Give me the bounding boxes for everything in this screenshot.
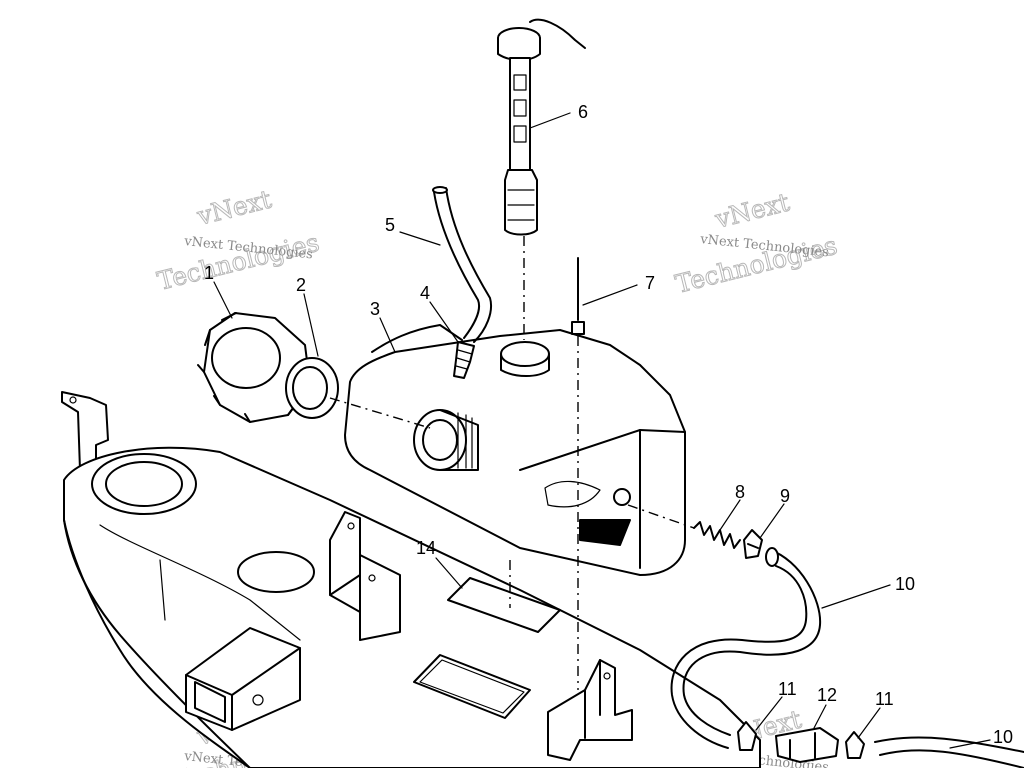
frame-oval-hole: [237, 551, 315, 593]
callout-7: 7: [645, 273, 655, 293]
vent-fitting: [453, 341, 475, 379]
callout-12: 12: [817, 685, 837, 705]
watermark-line1: vNext: [193, 185, 274, 232]
fuel-line: [670, 547, 1024, 768]
tank-top-ridge: [371, 324, 463, 353]
callout-5: 5: [385, 215, 395, 235]
callout-11-left: 11: [778, 679, 797, 699]
center-mount-bracket: [329, 511, 401, 641]
tank-pad: [447, 577, 561, 633]
bracket-hole: [69, 396, 77, 404]
clamp-11-left: [737, 721, 757, 751]
frame-crease-2: [159, 559, 166, 621]
callout-leaders: [213, 112, 991, 749]
frame-round-hole-inner: [105, 461, 183, 507]
rear-mount-bracket: [547, 659, 633, 761]
callout-11-right: 11: [875, 689, 894, 709]
receiver-tube-hole: [252, 694, 264, 706]
callout-6: 6: [578, 102, 588, 122]
cap-gasket: [285, 357, 339, 419]
fuel-cap: [197, 312, 313, 423]
callout-14: 14: [416, 538, 436, 558]
fuel-filter: [775, 727, 839, 763]
frame-crease: [99, 524, 301, 641]
centerlines: [329, 236, 695, 690]
tank-mount-lug: [544, 480, 601, 508]
callout-3: 3: [370, 299, 380, 319]
callout-4: 4: [420, 283, 430, 303]
callout-10-lower: 10: [993, 727, 1013, 747]
frame-lower-edge: [63, 519, 251, 768]
receiver-tube-opening: [194, 681, 226, 723]
clamp-11-right: [845, 731, 865, 759]
tank-outlet-port: [613, 488, 631, 506]
watermark-top-right: vNext Technologies vNext Technologies: [672, 187, 841, 299]
callout-8: 8: [735, 482, 745, 502]
probe-rod: [571, 257, 585, 335]
frame-rect-cutout: [413, 654, 531, 719]
callout-1: 1: [204, 263, 214, 283]
callout-2: 2: [296, 275, 306, 295]
clamp-9: [743, 529, 763, 559]
spring: [693, 521, 741, 549]
watermark-line1: vNext: [711, 188, 792, 235]
vent-hose: [432, 186, 492, 343]
tank-sender-boss: [500, 341, 550, 367]
callout-10-upper: 10: [895, 574, 915, 594]
receiver-tube: [185, 627, 301, 731]
fuel-sender: [497, 18, 586, 236]
fuel-tank: [344, 324, 686, 576]
callout-9: 9: [780, 486, 790, 506]
frame-round-hole-outer: [91, 453, 197, 515]
sender-float: [504, 169, 538, 236]
callout-numbers: 1 2 3 4 5 6 7 8 9 10 10 11 11 12 14: [204, 102, 1013, 747]
tank-shadow: [579, 519, 631, 546]
tank-edge: [519, 429, 641, 569]
tank-body: [344, 329, 686, 576]
frame: [61, 391, 761, 768]
